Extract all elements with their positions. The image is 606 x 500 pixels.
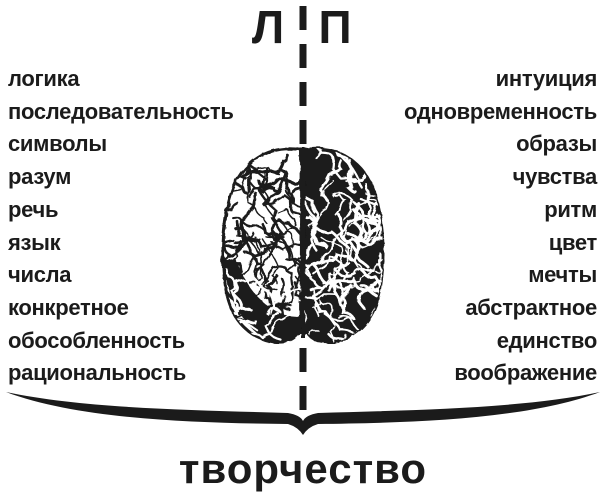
trait-item: речь	[8, 196, 59, 222]
left-hemisphere-label: Л	[251, 1, 285, 53]
trait-item: рациональность	[8, 360, 186, 386]
trait-item: язык	[8, 229, 61, 255]
trait-item: единство	[496, 327, 598, 353]
right-trait-list: интуиция одновременность образы чувства ритм…	[404, 63, 597, 390]
brain-icon	[221, 147, 385, 344]
left-trait-list: логика последовательность символы разум речь…	[8, 63, 234, 390]
trait-item: воображение	[454, 360, 597, 386]
trait-item: разум	[8, 164, 72, 190]
curly-brace-icon	[6, 392, 600, 435]
trait-item: одновременность	[403, 98, 597, 124]
trait-item: интуиция	[495, 66, 598, 91]
trait-item: цвет	[548, 229, 598, 255]
trait-item: абстрактное	[465, 294, 597, 320]
creativity-label: творчество	[178, 445, 428, 492]
trait-item: ритм	[544, 196, 597, 222]
right-hemisphere-label: П	[318, 1, 352, 53]
trait-item: чувства	[512, 164, 598, 190]
trait-item: мечты	[528, 262, 597, 288]
trait-item: числа	[8, 262, 72, 288]
trait-item: логика	[8, 66, 80, 91]
trait-item: образы	[516, 131, 597, 157]
trait-item: конкретное	[8, 294, 129, 320]
trait-item: обособленность	[8, 327, 185, 353]
trait-item: последовательность	[8, 98, 234, 124]
trait-item: символы	[8, 131, 107, 157]
